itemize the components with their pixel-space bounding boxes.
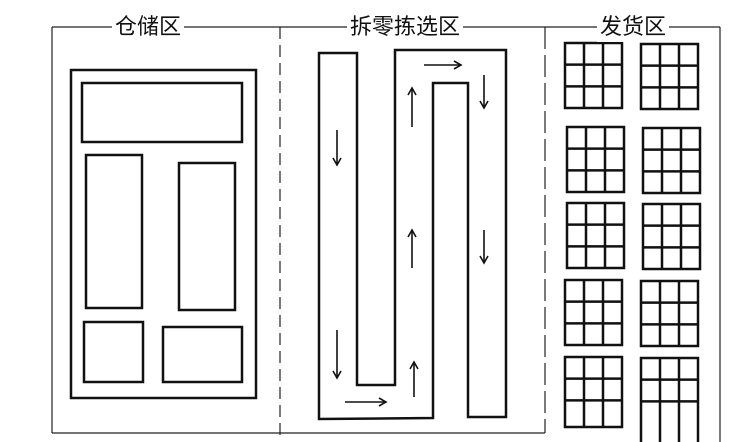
picking-path — [317, 48, 508, 421]
storage-zone — [69, 68, 258, 400]
shipping-grid-rack — [639, 42, 700, 111]
shipping-grid-rack — [639, 356, 700, 442]
shipping-grid-rack — [563, 278, 624, 347]
flow-arrow-icon — [479, 75, 489, 110]
flow-arrow-icon — [424, 60, 463, 70]
shipping-zone-label: 发货区 — [597, 14, 670, 42]
flow-arrow-icon — [479, 230, 489, 265]
shipping-zone — [563, 41, 702, 442]
storage-rack-left — [84, 153, 144, 310]
flow-arrow-icon — [409, 360, 419, 397]
shipping-grid-rack — [639, 279, 700, 348]
flow-arrow-icon — [332, 130, 342, 167]
storage-zone-label: 仓储区 — [112, 14, 185, 42]
storage-rack-right — [177, 161, 237, 312]
flow-arrow-icon — [332, 330, 342, 380]
shipping-grid-rack — [641, 126, 702, 195]
picking-zone-label: 拆零拣选区 — [347, 14, 464, 42]
shipping-grid-rack — [563, 355, 624, 429]
storage-rack-bottom-left — [82, 320, 145, 384]
storage-outer-rack — [69, 68, 258, 400]
storage-rack-bottom-right — [161, 325, 244, 384]
storage-rack-top — [80, 81, 244, 144]
flow-arrow-icon — [345, 397, 388, 407]
flow-arrow-icon — [407, 86, 417, 127]
shipping-grid-rack — [565, 201, 626, 270]
flow-arrow-icon — [407, 228, 417, 268]
shipping-grid-rack — [565, 125, 626, 194]
picking-zone — [317, 48, 508, 421]
shipping-grid-rack — [563, 41, 624, 110]
shipping-grid-rack — [641, 202, 702, 271]
